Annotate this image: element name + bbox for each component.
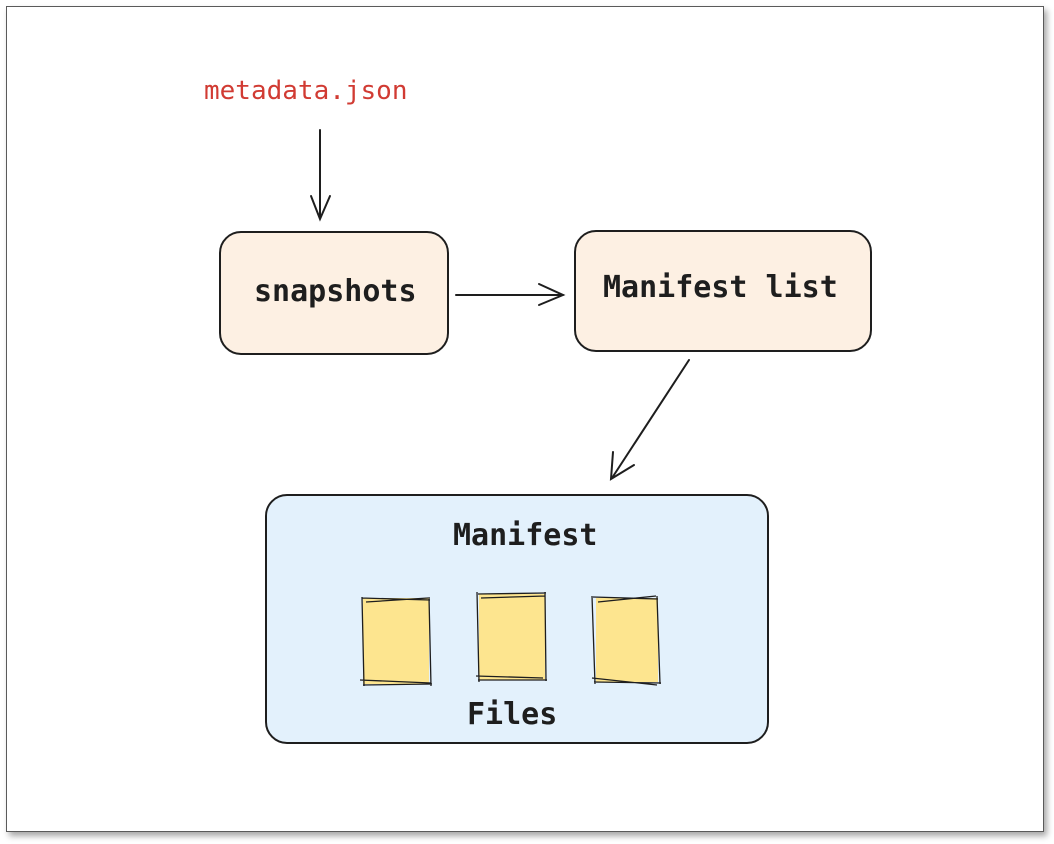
metadata-json-label: metadata.json — [204, 76, 408, 106]
manifest-label: Manifest — [453, 518, 598, 553]
manifest-list-label: Manifest list — [603, 270, 838, 305]
snapshots-label: snapshots — [254, 274, 417, 309]
arrow-snapshots-to-manifest-list — [455, 283, 566, 306]
file-icon — [475, 591, 547, 683]
snapshots-node — [219, 231, 449, 355]
arrow-manifest-list-to-manifest — [609, 359, 690, 481]
file-icon — [591, 595, 662, 686]
manifest-list-node — [574, 230, 872, 352]
files-label: Files — [467, 697, 558, 732]
file-icon — [359, 596, 433, 687]
arrow-metadata-to-snapshots — [310, 129, 331, 222]
